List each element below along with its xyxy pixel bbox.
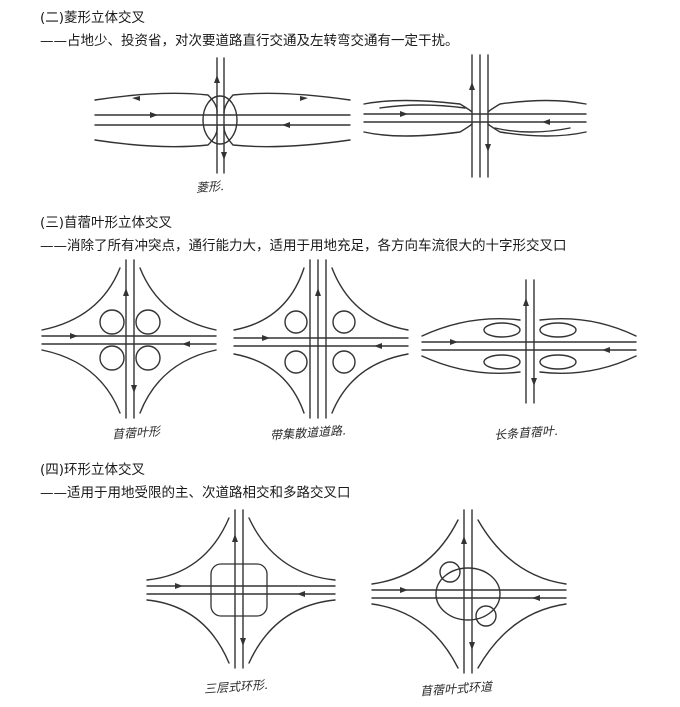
three-level-roundabout-sketch [146, 509, 336, 669]
diamond-interchange-sketch [94, 57, 351, 174]
section-desc-cloverleaf: ——消除了所有冲突点，通行能力大，适用于用地充足，各方向车流很大的十字形交叉口 [40, 238, 567, 254]
section-heading-cloverleaf: (三)苜蓿叶形立体交叉 [40, 215, 173, 231]
cloverleaf-cd-sketch [233, 259, 409, 419]
diamond-interchange-sketch-2 [363, 54, 587, 178]
section-heading-diamond: (二)菱形立体交叉 [40, 10, 146, 26]
cloverleaf-roundabout-sketch [371, 509, 567, 674]
section-heading-roundabout: (四)环形立体交叉 [40, 462, 146, 478]
section-desc-diamond: ——占地少、投资省，对次要道路直行交通及左转弯交通有一定干扰。 [40, 33, 459, 49]
caption-cloverleaf-cd: 带集散道道路. [269, 423, 347, 443]
caption-cloverleaf: 苜蓿叶形 [111, 424, 161, 442]
section-desc-roundabout: ——适用于用地受限的主、次道路相交和多路交叉口 [40, 485, 351, 501]
elongated-cloverleaf-sketch [421, 279, 637, 404]
caption-three-level-roundabout: 三层式环形. [203, 677, 269, 697]
caption-cloverleaf-roundabout: 苜蓿叶式环道 [419, 679, 493, 699]
caption-elongated-cloverleaf: 长条苜蓿叶. [493, 423, 559, 443]
caption-diamond: 菱形. [195, 179, 225, 195]
cloverleaf-sketch [41, 259, 217, 419]
